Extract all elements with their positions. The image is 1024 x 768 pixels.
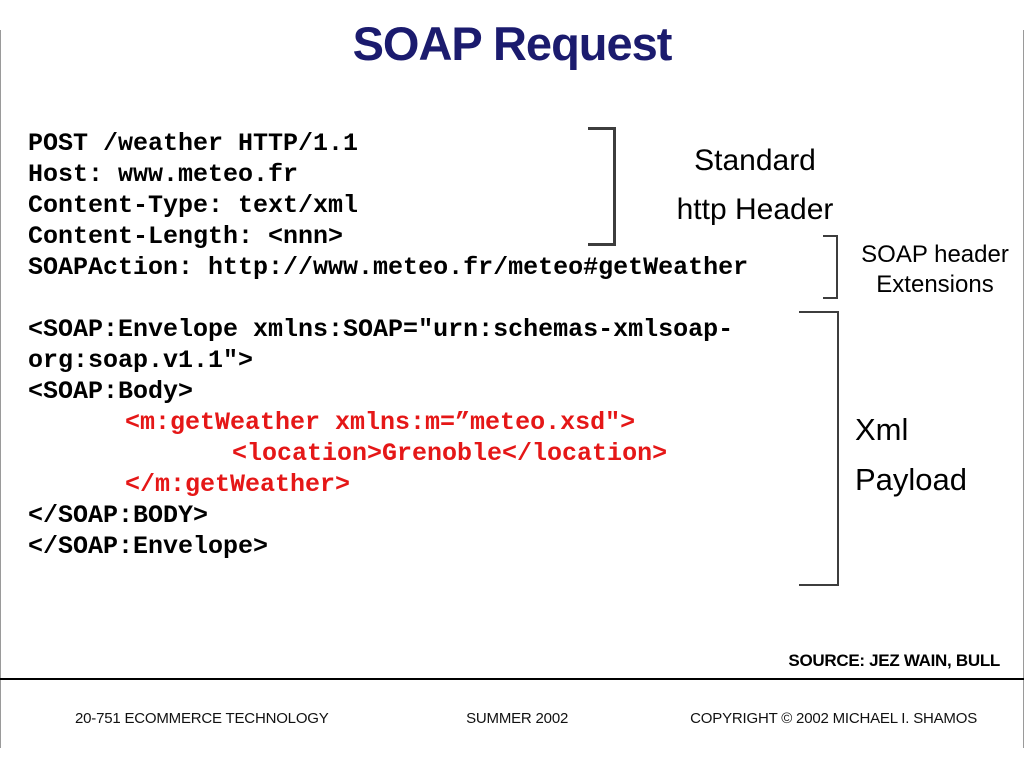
bracket-standard-http-header (588, 127, 616, 246)
source-credit: SOURCE: JEZ WAIN, BULL (788, 651, 1000, 670)
footer-divider (0, 678, 1024, 680)
code-line: <SOAP:Envelope xmlns:SOAP="urn:schemas-x… (28, 315, 734, 344)
label-soap-header-extensions: SOAP header Extensions (845, 240, 1024, 300)
code-line: Host: www.meteo.fr (28, 160, 299, 189)
code-line: SOAPAction: http://www.meteo.fr/meteo#ge… (28, 253, 749, 282)
code-line: Content-Length: <nnn> (28, 222, 344, 251)
footer-course: 20-751 ECOMMERCE TECHNOLOGY (75, 710, 329, 727)
label-xml-payload-line2: Payload (855, 462, 968, 497)
label-standard-http-header-line2: http Header (676, 193, 834, 226)
bracket-soap-header-extensions (823, 235, 838, 299)
code-line: POST /weather HTTP/1.1 (28, 129, 359, 158)
footer-copyright: COPYRIGHT © 2002 MICHAEL I. SHAMOS (690, 710, 977, 727)
code-line: <SOAP:Body> (28, 377, 194, 406)
bracket-xml-payload (799, 311, 839, 586)
label-soap-header-extensions-line2: Extensions (876, 271, 994, 298)
label-standard-http-header-line1: Standard (694, 144, 816, 177)
footer-term: SUMMER 2002 (466, 710, 569, 727)
code-line: <m:getWeather xmlns:m=”meteo.xsd"> (125, 408, 636, 437)
code-line (28, 283, 748, 314)
label-standard-http-header: Standard http Header (625, 136, 885, 234)
label-xml-payload-line1: Xml (855, 412, 909, 447)
code-line: <location>Grenoble</location> (232, 439, 668, 468)
code-line: </SOAP:BODY> (28, 501, 209, 530)
code-line: </m:getWeather> (125, 470, 351, 499)
code-line: Content-Type: text/xml (28, 191, 359, 220)
label-soap-header-extensions-line1: SOAP header (861, 241, 1009, 268)
slide-title: SOAP Request (352, 17, 673, 70)
code-line: </SOAP:Envelope> (28, 532, 269, 561)
slide-edge-left (0, 30, 1, 748)
label-xml-payload: Xml Payload (855, 405, 967, 505)
code-line: org:soap.v1.1"> (28, 346, 254, 375)
